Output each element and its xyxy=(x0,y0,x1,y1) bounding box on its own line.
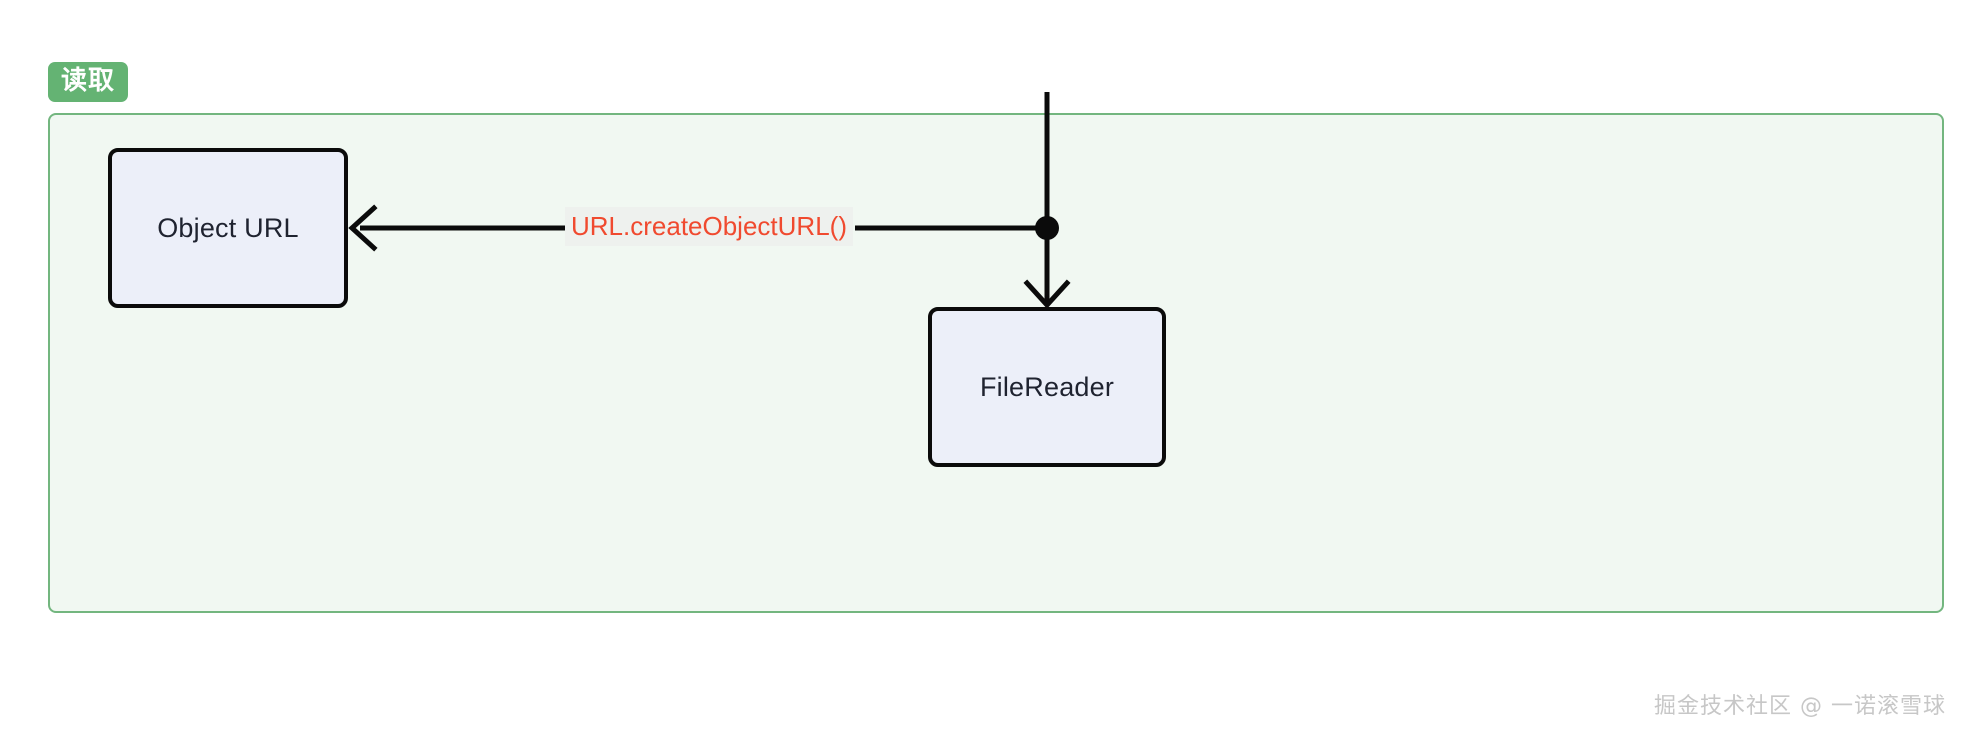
subgraph-title-badge: 读取 xyxy=(48,62,129,102)
edge-label-create-object-url: URL.createObjectURL() xyxy=(565,207,853,246)
watermark-text: 掘金技术社区 @ 一诺滚雪球 xyxy=(1654,694,1946,719)
node-filereader[interactable]: FileReader xyxy=(928,307,1166,467)
node-object-url[interactable]: Object URL xyxy=(108,148,348,308)
